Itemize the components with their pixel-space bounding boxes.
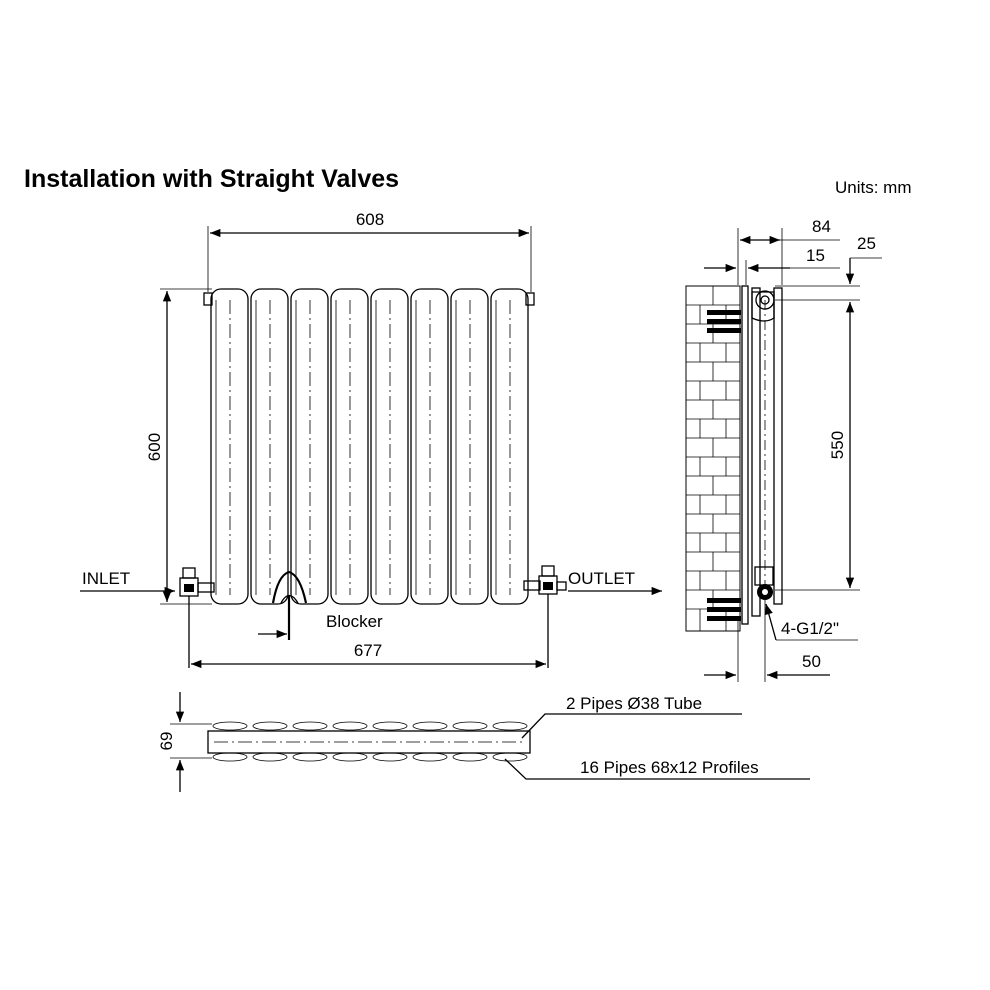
bottom-port-center	[762, 589, 768, 595]
blocker	[258, 570, 308, 640]
profile-section	[292, 752, 328, 762]
bracket-plate	[741, 285, 749, 625]
profile-section	[492, 752, 528, 762]
radiator-column	[250, 288, 289, 605]
bottom-bracket-bolt	[707, 616, 741, 621]
inlet-valve-stub	[197, 582, 215, 593]
page-title: Installation with Straight Valves	[24, 165, 399, 193]
top-bracket-bolt	[707, 319, 741, 324]
top-view-depth-label: 69	[157, 732, 176, 751]
radiator-front-profile	[773, 287, 783, 605]
outlet-valve-tail	[556, 581, 567, 591]
top-bracket-bolt	[707, 328, 741, 333]
header-tube	[207, 730, 531, 754]
width-dimension-label: 608	[356, 210, 384, 229]
profile-section	[372, 721, 408, 731]
blocker-label: Blocker	[326, 612, 383, 631]
valve-span-label: 677	[354, 641, 382, 660]
profile-row-top	[212, 721, 528, 731]
profile-section	[292, 721, 328, 731]
profile-section	[252, 752, 288, 762]
radiator-column	[330, 288, 369, 605]
profiles-leader	[504, 758, 810, 780]
radiator-column	[490, 288, 529, 605]
outlet-label: OUTLET	[568, 569, 635, 588]
profile-section	[332, 721, 368, 731]
blocker-inner	[280, 594, 299, 604]
bottom-bracket-bolt	[707, 598, 741, 603]
bottom-valve-body	[754, 566, 774, 586]
units-label: Units: mm	[835, 178, 912, 197]
profile-section	[412, 752, 448, 762]
radiator-column	[210, 288, 249, 605]
manifold-stub-right	[525, 292, 535, 306]
profile-section	[452, 721, 488, 731]
outlet-valve-nut	[543, 582, 553, 590]
wall-outline	[685, 285, 741, 632]
offset-label: 15	[806, 246, 825, 265]
tube-label: 2 Pipes Ø38 Tube	[566, 694, 702, 713]
inlet-valve-cap	[182, 567, 196, 579]
thread-leader	[764, 603, 777, 641]
bottom-bracket-bolt	[707, 607, 741, 612]
profile-section	[452, 752, 488, 762]
radiator-column	[370, 288, 409, 605]
profile-section	[492, 721, 528, 731]
profile-section	[212, 752, 248, 762]
top-dimension-label: 25	[857, 234, 876, 253]
blocker-cap	[271, 570, 308, 604]
front-view: 608 600	[80, 210, 662, 669]
profile-section	[372, 752, 408, 762]
profile-row-bottom	[212, 752, 528, 762]
top-port-inner	[760, 295, 770, 305]
top-view: 69 2 Pipes Ø38 Tube	[157, 692, 810, 792]
profile-section	[252, 721, 288, 731]
inlet-valve-nut	[184, 584, 194, 592]
radiator-column	[290, 288, 329, 605]
radiator-column	[450, 288, 489, 605]
bottom-dimension-label: 50	[802, 652, 821, 671]
thread-label: 4-G1/2"	[781, 619, 839, 638]
top-port-outer	[755, 290, 775, 310]
outlet-valve-stub	[523, 580, 541, 591]
side-view: 84 15 25 550 4-G1/2" 50	[685, 217, 882, 682]
profile-section	[332, 752, 368, 762]
profile-section	[412, 721, 448, 731]
outlet-valve	[523, 565, 567, 668]
brick-wall	[685, 285, 741, 632]
top-header	[751, 291, 775, 322]
inlet-label: INLET	[82, 569, 130, 588]
inlet-valve	[179, 567, 215, 668]
radiator-back-profile	[751, 287, 761, 617]
top-bracket-bolt	[707, 310, 741, 315]
radiator-column	[410, 288, 449, 605]
height-dimension-label: 600	[145, 433, 164, 461]
profile-section	[212, 721, 248, 731]
depth-label: 84	[812, 217, 831, 236]
manifold-stub-left	[203, 292, 213, 306]
outlet-valve-cap	[541, 565, 555, 577]
radiator-columns	[210, 288, 529, 605]
tube-leader	[521, 713, 742, 739]
centres-label: 550	[828, 431, 847, 459]
wall-brackets	[707, 310, 741, 621]
profiles-label: 16 Pipes 68x12 Profiles	[580, 758, 759, 777]
